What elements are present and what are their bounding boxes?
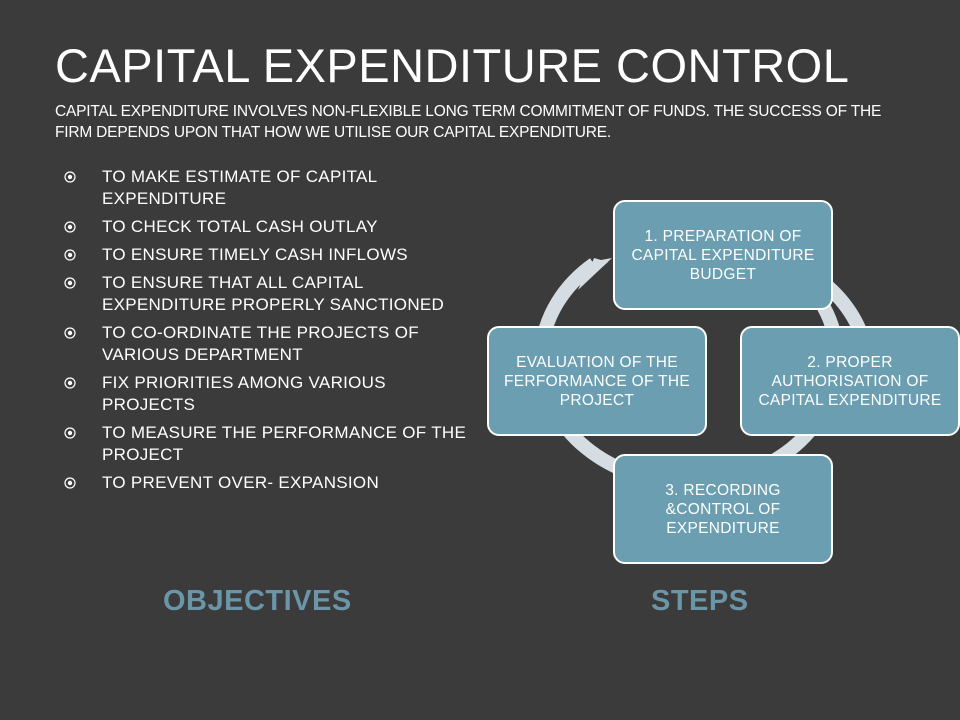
objective-text: FIX PRIORITIES AMONG VARIOUS PROJECTS xyxy=(102,373,386,414)
list-item: FIX PRIORITIES AMONG VARIOUS PROJECTS xyxy=(62,372,482,416)
list-item: TO MAKE ESTIMATE OF CAPITAL EXPENDITURE xyxy=(62,166,482,210)
objective-text: TO ENSURE TIMELY CASH INFLOWS xyxy=(102,245,408,264)
objectives-caption: OBJECTIVES xyxy=(163,585,352,617)
objective-text: TO CO-ORDINATE THE PROJECTS OF VARIOUS D… xyxy=(102,323,419,364)
circled-dot-bullet-icon xyxy=(64,427,76,439)
circled-dot-bullet-icon xyxy=(64,327,76,339)
objectives-list: TO MAKE ESTIMATE OF CAPITAL EXPENDITURE … xyxy=(62,166,482,500)
circled-dot-bullet-icon xyxy=(64,171,76,183)
list-item: TO PREVENT OVER- EXPANSION xyxy=(62,472,482,494)
step-4-label: EVALUATION OF THE FERFORMANCE OF THE PRO… xyxy=(504,353,690,409)
list-item: TO ENSURE THAT ALL CAPITAL EXPENDITURE P… xyxy=(62,272,482,316)
step-3-box: 3. RECORDING &CONTROL OF EXPENDITURE xyxy=(613,454,833,564)
list-item: TO MEASURE THE PERFORMANCE OF THE PROJEC… xyxy=(62,422,482,466)
steps-caption: STEPS xyxy=(651,585,749,617)
circled-dot-bullet-icon xyxy=(64,377,76,389)
list-item: TO CHECK TOTAL CASH OUTLAY xyxy=(62,216,482,238)
objective-text: TO ENSURE THAT ALL CAPITAL EXPENDITURE P… xyxy=(102,273,445,314)
step-1-label: 1. PREPARATION OF CAPITAL EXPENDITURE BU… xyxy=(631,227,815,283)
slide-title: CAPITAL EXPENDITURE CONTROL xyxy=(55,39,850,92)
list-item: TO CO-ORDINATE THE PROJECTS OF VARIOUS D… xyxy=(62,322,482,366)
list-item: TO ENSURE TIMELY CASH INFLOWS xyxy=(62,244,482,266)
objective-text: TO MEASURE THE PERFORMANCE OF THE PROJEC… xyxy=(102,423,467,464)
step-2-label: 2. PROPER AUTHORISATION OF CAPITAL EXPEN… xyxy=(758,353,942,409)
step-4-box: EVALUATION OF THE FERFORMANCE OF THE PRO… xyxy=(487,326,707,436)
step-3-label: 3. RECORDING &CONTROL OF EXPENDITURE xyxy=(665,481,781,537)
circled-dot-bullet-icon xyxy=(64,477,76,489)
circled-dot-bullet-icon xyxy=(64,277,76,289)
slide-subtitle: CAPITAL EXPENDITURE INVOLVES NON-FLEXIBL… xyxy=(55,103,882,141)
circled-dot-bullet-icon xyxy=(64,221,76,233)
step-2-box: 2. PROPER AUTHORISATION OF CAPITAL EXPEN… xyxy=(740,326,960,436)
objective-text: TO CHECK TOTAL CASH OUTLAY xyxy=(102,217,378,236)
objective-text: TO MAKE ESTIMATE OF CAPITAL EXPENDITURE xyxy=(102,167,377,208)
objective-text: TO PREVENT OVER- EXPANSION xyxy=(102,473,380,492)
step-1-box: 1. PREPARATION OF CAPITAL EXPENDITURE BU… xyxy=(613,200,833,310)
circled-dot-bullet-icon xyxy=(64,249,76,261)
